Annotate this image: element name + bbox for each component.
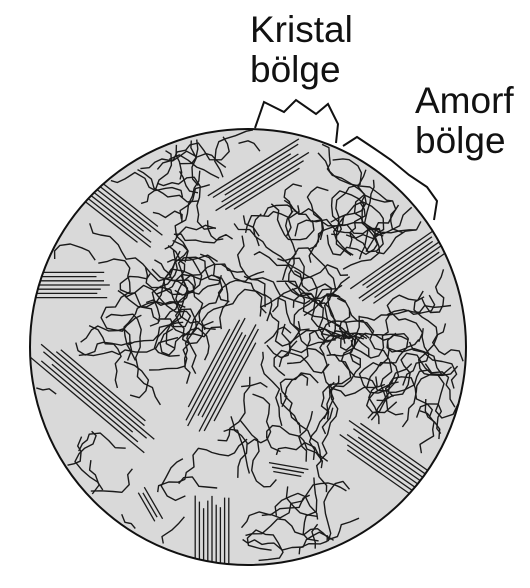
amorphous-region-label: Amorf bölge	[415, 81, 514, 161]
crystal-region-label: Kristal bölge	[250, 10, 353, 90]
crystal-label-line2: bölge	[250, 50, 353, 90]
crystalline-lamella-bundle	[20, 272, 110, 297]
spherulite-disc	[30, 129, 466, 565]
crystal-label-line1: Kristal	[250, 10, 353, 50]
amorph-label-line1: Amorf	[415, 81, 514, 121]
amorph-label-line2: bölge	[415, 121, 514, 161]
